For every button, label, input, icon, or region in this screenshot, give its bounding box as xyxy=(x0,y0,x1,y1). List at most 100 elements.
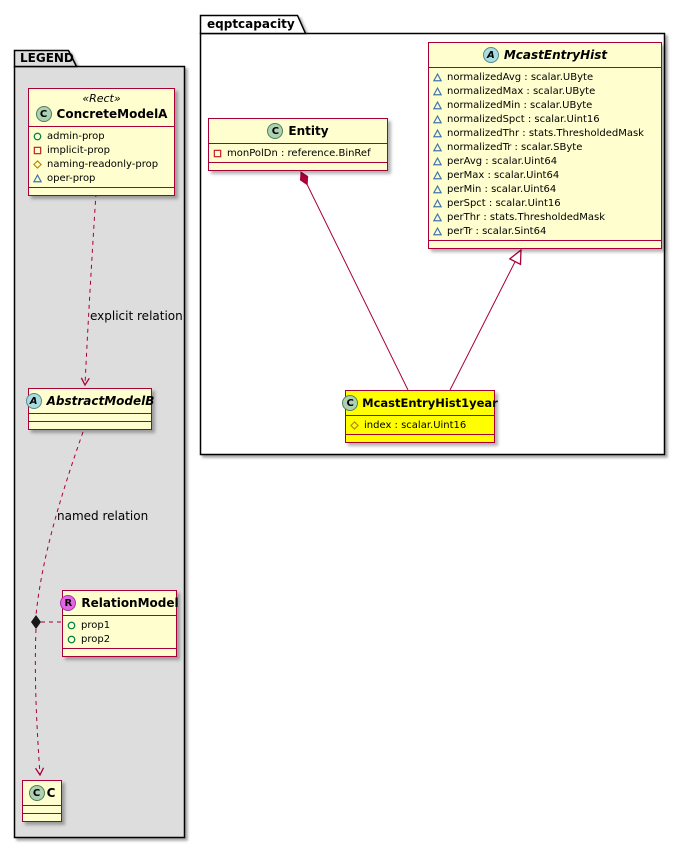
attribute-label: implicit-prop xyxy=(47,144,110,156)
attribute-row: index : scalar.Uint16 xyxy=(350,418,490,432)
attribute-label: normalizedThr : stats.ThresholdedMask xyxy=(447,127,644,139)
class-name: AbstractModelB xyxy=(46,394,155,408)
square-icon xyxy=(213,149,222,158)
diamond-icon xyxy=(33,160,42,169)
attribute-label: perSpct : scalar.Uint16 xyxy=(447,197,561,209)
methods-compartment xyxy=(29,421,151,429)
fields-compartment: prop1 prop2 xyxy=(63,615,176,648)
class-mcast-entry-hist: A McastEntryHist normalizedAvg : scalar.… xyxy=(428,42,662,249)
attribute-label: monPolDn : reference.BinRef xyxy=(227,147,371,159)
attribute-label: perThr : stats.ThresholdedMask xyxy=(447,211,606,223)
triangle-icon xyxy=(433,171,442,180)
methods-compartment xyxy=(346,434,494,442)
attribute-label: index : scalar.Uint16 xyxy=(364,419,467,431)
eqptcapacity-package-title: eqptcapacity xyxy=(207,17,295,31)
explicit-relation-edge xyxy=(80,192,97,387)
class-abstract-model-b: A AbstractModelB xyxy=(25,388,155,430)
attribute-row: perMax : scalar.Uint64 xyxy=(433,168,657,182)
methods-compartment xyxy=(29,187,174,195)
attribute-label: normalizedTr : scalar.SByte xyxy=(447,141,583,153)
attribute-row: prop1 xyxy=(67,618,172,632)
attribute-label: perTr : scalar.Sint64 xyxy=(447,225,547,237)
attribute-label: perMin : scalar.Uint64 xyxy=(447,183,557,195)
fields-compartment: monPolDn : reference.BinRef xyxy=(209,143,387,162)
methods-compartment xyxy=(23,813,61,821)
class-badge: C xyxy=(35,106,52,122)
fields-compartment: admin-prop implicit-prop naming-readonly… xyxy=(29,126,174,187)
attribute-row: perThr : stats.ThresholdedMask xyxy=(433,210,657,224)
triangle-icon xyxy=(433,101,442,110)
attribute-row: admin-prop xyxy=(33,129,170,143)
attribute-row: normalizedTr : scalar.SByte xyxy=(433,140,657,154)
attribute-row: prop2 xyxy=(67,632,172,646)
attribute-row: normalizedSpct : scalar.Uint16 xyxy=(433,112,657,126)
attribute-label: perAvg : scalar.Uint64 xyxy=(447,155,558,167)
fields-compartment xyxy=(23,805,61,813)
circle-icon xyxy=(67,635,76,644)
class-name: C xyxy=(46,786,56,800)
triangle-icon xyxy=(433,87,442,96)
triangle-icon xyxy=(433,129,442,138)
attribute-row: normalizedMax : scalar.UByte xyxy=(433,84,657,98)
class-name: McastEntryHist1year xyxy=(362,396,498,410)
inheritance-edge xyxy=(449,250,521,391)
fields-compartment: normalizedAvg : scalar.UByte normalizedM… xyxy=(429,67,661,240)
methods-compartment xyxy=(209,162,387,170)
class-mcast-entry-hist-1year: C McastEntryHist1year index : scalar.Uin… xyxy=(342,390,498,443)
class-badge: C xyxy=(28,785,45,801)
class-concrete-model-a: «Rect» C ConcreteModelA admin-prop impli… xyxy=(28,88,175,196)
attribute-row: naming-readonly-prop xyxy=(33,157,170,171)
named-relation-label: named relation xyxy=(57,509,149,523)
attribute-row: monPolDn : reference.BinRef xyxy=(213,146,383,160)
attribute-label: prop1 xyxy=(81,619,111,631)
square-icon xyxy=(33,146,42,155)
fields-compartment xyxy=(29,413,151,421)
attribute-row: normalizedThr : stats.ThresholdedMask xyxy=(433,126,657,140)
triangle-icon xyxy=(433,227,442,236)
attribute-label: oper-prop xyxy=(47,172,96,184)
class-name: RelationModel xyxy=(81,596,179,610)
attribute-row: perSpct : scalar.Uint16 xyxy=(433,196,657,210)
attribute-label: prop2 xyxy=(81,633,111,645)
attribute-row: oper-prop xyxy=(33,171,170,185)
abstract-badge: A xyxy=(482,47,499,63)
triangle-icon xyxy=(433,185,442,194)
triangle-icon xyxy=(433,143,442,152)
attribute-label: normalizedAvg : scalar.UByte xyxy=(447,71,594,83)
class-name: ConcreteModelA xyxy=(56,107,168,121)
triangle-icon xyxy=(433,213,442,222)
legend-package-title: LEGEND xyxy=(20,51,74,65)
circle-icon xyxy=(33,132,42,141)
attribute-label: normalizedMax : scalar.UByte xyxy=(447,85,596,97)
methods-compartment xyxy=(429,240,661,248)
stereotype: «Rect» xyxy=(82,92,121,105)
attribute-row: perAvg : scalar.Uint64 xyxy=(433,154,657,168)
attribute-row: normalizedMin : scalar.UByte xyxy=(433,98,657,112)
class-entity: C Entity monPolDn : reference.BinRef xyxy=(208,118,388,171)
class-relation-model: R RelationModel prop1 prop2 xyxy=(60,590,179,657)
triangle-icon xyxy=(433,157,442,166)
triangle-icon xyxy=(33,174,42,183)
methods-compartment xyxy=(63,648,176,656)
attribute-label: perMax : scalar.Uint64 xyxy=(447,169,560,181)
class-name: Entity xyxy=(288,124,329,138)
attribute-row: perTr : scalar.Sint64 xyxy=(433,224,657,238)
class-name: McastEntryHist xyxy=(503,48,608,62)
attribute-row: normalizedAvg : scalar.UByte xyxy=(433,70,657,84)
fields-compartment: index : scalar.Uint16 xyxy=(346,415,494,434)
named-relation-edge-lower xyxy=(34,628,45,777)
attribute-row: implicit-prop xyxy=(33,143,170,157)
abstract-badge: A xyxy=(25,393,42,409)
class-c: C C xyxy=(22,780,62,822)
attribute-row: perMin : scalar.Uint64 xyxy=(433,182,657,196)
triangle-icon xyxy=(433,115,442,124)
triangle-icon xyxy=(433,73,442,82)
circle-icon xyxy=(67,621,76,630)
named-relation-edge-upper xyxy=(35,431,84,616)
relation-badge: R xyxy=(60,595,77,611)
attribute-label: normalizedSpct : scalar.Uint16 xyxy=(447,113,600,125)
diamond-icon xyxy=(350,421,359,430)
attribute-label: admin-prop xyxy=(47,130,105,142)
attribute-label: naming-readonly-prop xyxy=(47,158,159,170)
